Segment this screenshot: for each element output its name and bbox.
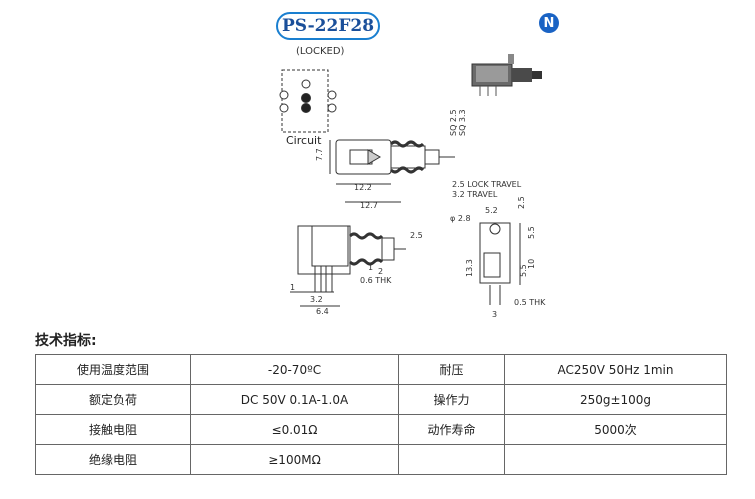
- locked-label: (LOCKED): [296, 46, 345, 57]
- svg-text:5.2: 5.2: [485, 206, 498, 215]
- svg-text:7.7: 7.7: [315, 148, 324, 161]
- spec-value: [504, 444, 727, 475]
- svg-text:0.6 THK: 0.6 THK: [360, 276, 392, 285]
- table-row: 使用温度范围 -20-70ºC 耐压 AC250V 50Hz 1min: [35, 354, 727, 385]
- svg-text:5.5: 5.5: [527, 226, 536, 239]
- svg-text:3.2 TRAVEL: 3.2 TRAVEL: [452, 190, 498, 199]
- svg-text:2.5 LOCK TRAVEL: 2.5 LOCK TRAVEL: [452, 180, 522, 189]
- spec-value: -20-70ºC: [190, 354, 399, 385]
- spec-table: 使用温度范围 -20-70ºC 耐压 AC250V 50Hz 1min 额定负荷…: [35, 354, 727, 475]
- spec-label: 操作力: [398, 384, 505, 415]
- svg-text:SQ 2.5: SQ 2.5: [449, 109, 458, 136]
- svg-text:1: 1: [368, 263, 373, 272]
- spec-label: 动作寿命: [398, 414, 505, 445]
- svg-text:6.4: 6.4: [316, 307, 329, 316]
- switch-front-view: [290, 201, 406, 307]
- spec-label: 绝缘电阻: [35, 444, 191, 475]
- svg-text:12.7: 12.7: [360, 201, 378, 210]
- spec-value: 5000次: [504, 414, 727, 445]
- spec-label: 耐压: [398, 354, 505, 385]
- spec-value: ≤0.01Ω: [190, 414, 399, 445]
- svg-text:12.2: 12.2: [354, 183, 372, 192]
- svg-text:2.5: 2.5: [410, 231, 423, 240]
- spec-value: ≥100MΩ: [190, 444, 399, 475]
- svg-text:2: 2: [378, 267, 383, 276]
- table-row: 接触电阻 ≤0.01Ω 动作寿命 5000次: [35, 414, 727, 445]
- table-row: 绝缘电阻 ≥100MΩ: [35, 444, 727, 475]
- svg-text:5.5: 5.5: [519, 264, 528, 277]
- table-row: 额定负荷 DC 50V 0.1A-1.0A 操作力 250g±100g: [35, 384, 727, 415]
- product-photo: [471, 54, 542, 96]
- technical-drawing: Circuit 7.7 12.2 SQ 2.5 SQ 3.3 2.5 LOCK …: [279, 69, 522, 316]
- svg-text:10: 10: [527, 259, 536, 269]
- switch-top-view: 5.2 φ 2.8 2.5 5.5 13.3 5.5 10 0.5 THK 3: [450, 196, 546, 319]
- svg-text:SQ 3.3: SQ 3.3: [458, 109, 467, 136]
- model-badge: PS-22F28: [276, 12, 380, 40]
- spec-label: 接触电阻: [35, 414, 191, 445]
- spec-label: [398, 444, 505, 475]
- circuit-label: Circuit: [286, 134, 322, 147]
- circuit-diagram: [279, 69, 337, 133]
- spec-label: 额定负荷: [35, 384, 191, 415]
- svg-text:0.5 THK: 0.5 THK: [514, 298, 546, 307]
- spec-label: 使用温度范围: [35, 354, 191, 385]
- spec-value: 250g±100g: [504, 384, 727, 415]
- section-title: 技术指标:: [35, 333, 97, 349]
- svg-text:3.2: 3.2: [310, 295, 323, 304]
- spec-value: DC 50V 0.1A-1.0A: [190, 384, 399, 415]
- brand-logo-icon: N: [539, 13, 559, 33]
- svg-text:13.3: 13.3: [465, 259, 474, 277]
- svg-text:φ 2.8: φ 2.8: [450, 214, 471, 223]
- switch-side-view: [329, 139, 455, 185]
- spec-value: AC250V 50Hz 1min: [504, 354, 727, 385]
- svg-text:3: 3: [492, 310, 497, 319]
- svg-text:1: 1: [290, 283, 295, 292]
- svg-text:2.5: 2.5: [517, 196, 526, 209]
